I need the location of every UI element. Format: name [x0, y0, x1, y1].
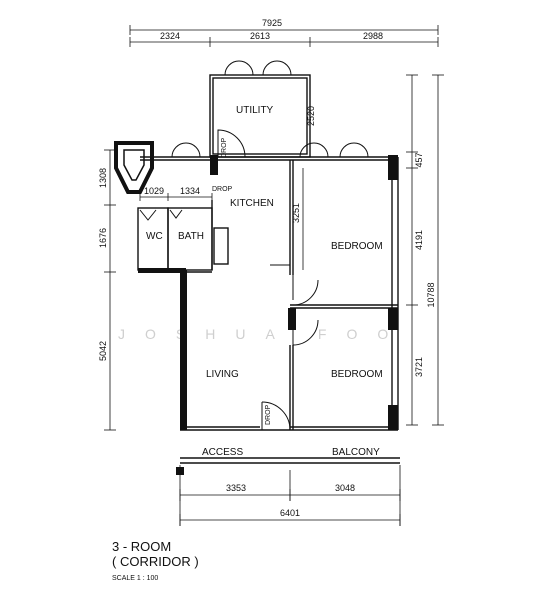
watermark: JOSHUA FOO [118, 326, 408, 342]
room-label-living: LIVING [206, 369, 239, 380]
area-label-balcony: BALCONY [332, 447, 380, 458]
thin-walls [137, 74, 400, 464]
dim-wc-width: 1029 [144, 186, 164, 196]
dim-bottom-b: 3048 [335, 483, 355, 493]
dim-right-d: 4191 [414, 230, 424, 250]
drop-label-utility: DROP [221, 137, 228, 158]
room-label-bedroom-2: BEDROOM [331, 369, 383, 380]
room-label-kitchen: KITCHEN [230, 198, 274, 209]
doors [139, 60, 369, 431]
plan-subtitle: ( CORRIDOR ) [112, 554, 199, 569]
dim-bottom-total: 6401 [280, 508, 300, 518]
dim-top-c: 2988 [363, 31, 383, 41]
drop-label-kitchen: DROP [212, 186, 233, 193]
dim-right-c: 3251 [291, 203, 301, 223]
dim-right-e: 3721 [414, 357, 424, 377]
dim-right-b: 457 [414, 152, 424, 167]
dim-top-b: 2613 [250, 31, 270, 41]
room-label-bedroom-1: BEDROOM [331, 241, 383, 252]
drop-label-entrance: DROP [265, 404, 272, 425]
plan-title: 3 - ROOM [112, 539, 172, 554]
dim-right-total: 10788 [426, 282, 436, 307]
room-label-utility: UTILITY [236, 105, 274, 116]
dim-left-c: 5042 [98, 341, 108, 361]
dimension-lines [104, 25, 444, 526]
dim-left-b: 1676 [98, 228, 108, 248]
structural-walls [114, 141, 398, 475]
dim-left-a: 1308 [98, 168, 108, 188]
room-label-wc: WC [146, 231, 163, 242]
dim-top-total: 7925 [262, 18, 282, 28]
dim-bath-width: 1334 [180, 186, 200, 196]
dim-bottom-a: 3353 [226, 483, 246, 493]
scale-note: SCALE 1 : 100 [112, 575, 159, 582]
area-label-access: ACCESS [202, 447, 243, 458]
room-label-bath: BATH [178, 231, 204, 242]
dim-top-a: 2324 [160, 31, 180, 41]
dim-right-a: 2520 [306, 106, 316, 126]
